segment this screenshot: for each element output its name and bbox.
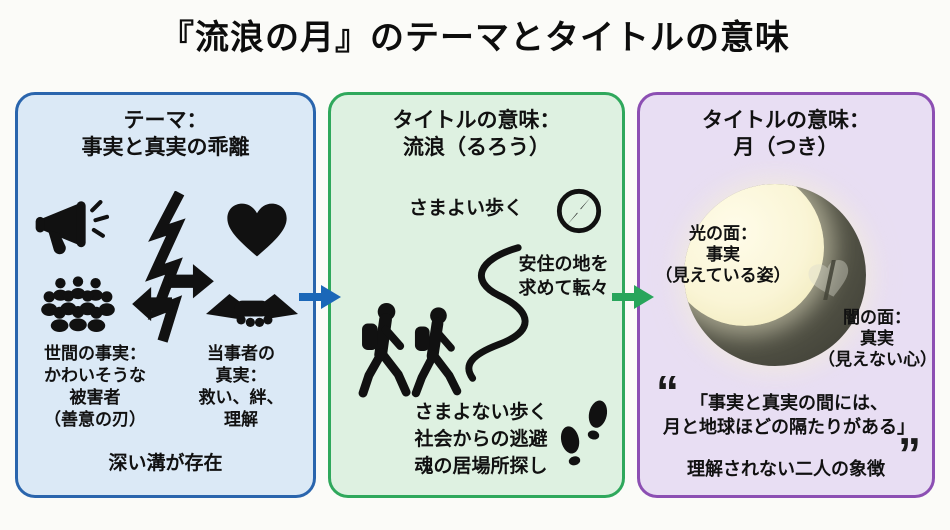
quote-close-mark: ” xyxy=(898,428,921,480)
panel-theme-header: テーマ： 事実と真実の乖離 xyxy=(81,109,250,159)
panel-theme: テーマ： 事実と真実の乖離 xyxy=(15,92,316,498)
broken-heart-icon xyxy=(808,260,849,300)
wandering-walk-label: さまよい歩く xyxy=(408,198,523,219)
panel-rurou-header: タイトルの意味： 流浪（るろう） xyxy=(392,109,561,159)
deep-gap-label: 深い溝が存在 xyxy=(108,453,223,474)
hikers-icon xyxy=(358,302,462,398)
symbol-of-two-label: 理解されない二人の象徴 xyxy=(687,459,885,479)
page-title: 『流浪の月』のテーマとタイトルの意味 xyxy=(160,19,790,57)
quote-open-mark: “ xyxy=(656,366,679,418)
flow-arrow-green xyxy=(612,285,654,309)
dark-side-label: 闇の面： 真実 （見えない心） xyxy=(818,308,937,369)
party-truth-label: 当事者の 真実： 救い、絆、 理解 xyxy=(198,344,284,429)
public-fact-label: 世間の事実： かわいそうな 被害者 （善意の刃） xyxy=(44,344,146,429)
heart-icon xyxy=(227,203,287,257)
moon-light-side xyxy=(684,184,824,326)
crowd-icon xyxy=(41,276,115,332)
footprints-icon xyxy=(560,400,608,466)
flow-arrow-blue xyxy=(299,285,341,309)
handshake-icon xyxy=(206,293,298,327)
escape-society-label: さまよない歩く 社会からの逃避 魂の居場所探し xyxy=(414,402,548,477)
megaphone-icon xyxy=(35,200,110,255)
panel-rurou: タイトルの意味： 流浪（るろう） さまよい歩く 安住の地を 求めて転々 さまよな… xyxy=(328,92,625,498)
moon-earth-quote: 「事実と真実の間には、 月と地球ほどの隔たりがある」 xyxy=(663,393,915,437)
light-side-label: 光の面： 事実 （見えている姿） xyxy=(655,224,791,285)
settle-land-label: 安住の地を 求めて転々 xyxy=(518,254,609,298)
rift-arrows-icon xyxy=(132,191,214,343)
panel-tsuki-header: タイトルの意味： 月（つき） xyxy=(702,109,870,159)
moon-graphic xyxy=(684,184,866,366)
panel-tsuki: タイトルの意味： 月（つき） 光の面： 事実 （見えている姿） 闇の面： 真実 … xyxy=(637,92,937,498)
compass-icon xyxy=(556,188,602,234)
winding-path-icon xyxy=(465,244,529,382)
